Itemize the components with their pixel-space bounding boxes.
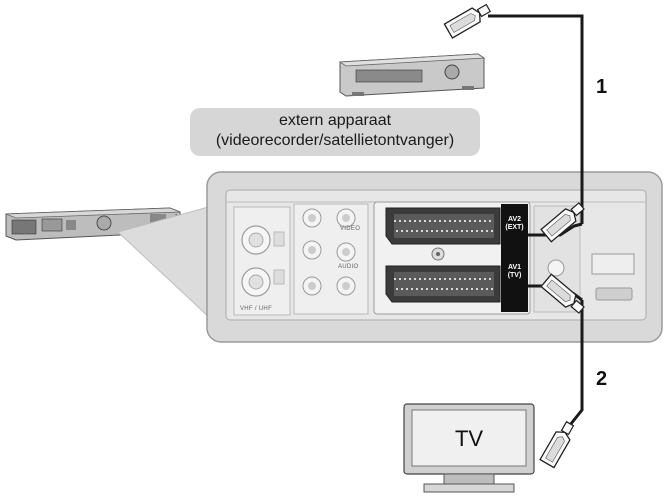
scart-plug-tv: [539, 420, 575, 469]
av1-port-label: AV1 (TV): [501, 264, 528, 280]
dvd-player-thumbnail: [5, 207, 183, 241]
caption-line-1: extern apparaat: [278, 112, 392, 129]
av2-mode: (EXT): [505, 224, 524, 231]
rear-panel: [206, 171, 663, 343]
device-caption: extern apparaat (videorecorder/satelliet…: [190, 108, 480, 156]
scart-plug-av2: [540, 202, 585, 243]
av2-name: AV2: [507, 216, 522, 223]
scart-plug-av1: [540, 273, 585, 314]
vcr-device: [338, 53, 486, 97]
av1-mode: (TV): [507, 272, 522, 279]
cable-2-number: 2: [596, 368, 608, 390]
cable-1-number: 1: [596, 76, 608, 98]
scart-plug-top: [443, 3, 492, 39]
audio-label: AUDIO: [338, 264, 359, 270]
scart-connector-upper: [385, 207, 501, 245]
video-label: VIDEO: [340, 226, 361, 232]
antenna-label: VHF / UHF: [240, 306, 273, 312]
caption-line-2: (videorecorder/satellietontvanger): [215, 132, 455, 149]
scart-connector-lower: [385, 265, 501, 303]
av2-port-label: AV2 (EXT): [501, 216, 528, 232]
av1-name: AV1: [507, 264, 522, 271]
tv-label: TV: [454, 426, 484, 451]
cable-1: [488, 14, 584, 237]
tv-device: [403, 403, 535, 493]
